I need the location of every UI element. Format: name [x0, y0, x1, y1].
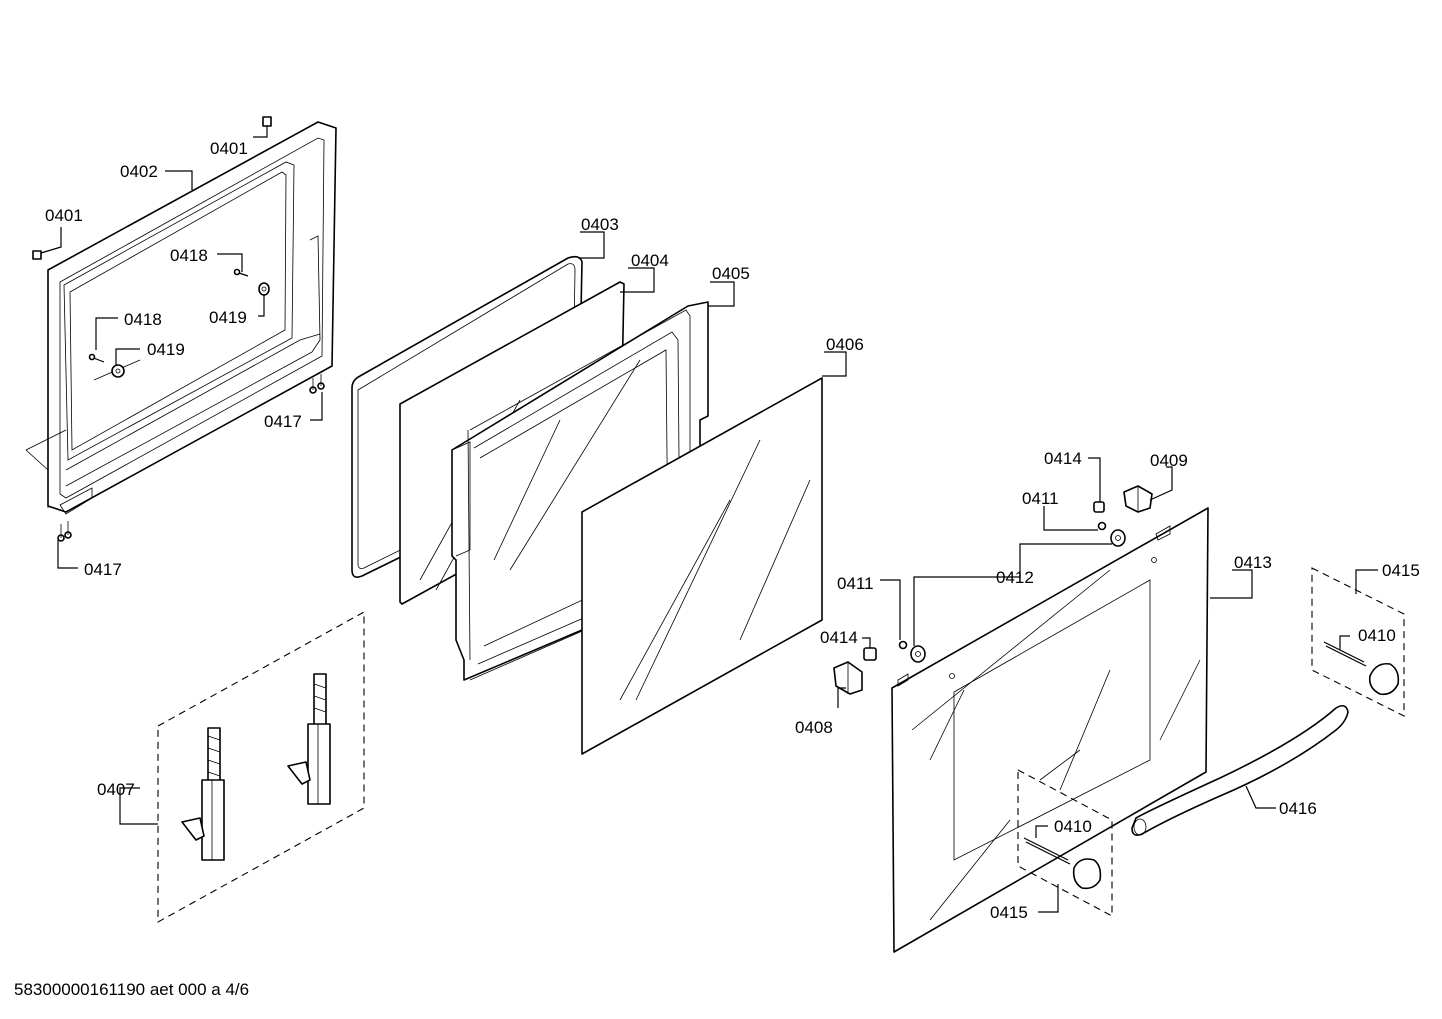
bracket-0408 — [833, 661, 863, 695]
label-0408: 0408 — [795, 718, 833, 737]
door-handle-0416 — [1131, 704, 1349, 836]
label-0402: 0402 — [120, 162, 158, 181]
screws-0417-right — [309, 374, 325, 394]
washer-0412-bottom — [910, 645, 926, 663]
screw-0418-right — [233, 268, 249, 277]
label-0417-left: 0417 — [84, 560, 122, 579]
label-0414-bottom: 0414 — [820, 628, 858, 647]
door-inner-frame-0402 — [25, 121, 337, 515]
label-0419-right: 0419 — [209, 308, 247, 327]
leader-lines — [40, 126, 1378, 913]
label-0411-top: 0411 — [1022, 489, 1059, 508]
bracket-0409 — [1123, 485, 1153, 513]
label-0410-right: 0410 — [1358, 626, 1396, 645]
label-0406: 0406 — [826, 335, 864, 354]
label-0407: 0407 — [97, 780, 135, 799]
drawing-number: 58300000161190 aet 000 a 4/6 — [14, 980, 250, 999]
label-0401-top: 0401 — [210, 139, 248, 158]
label-0401-left: 0401 — [45, 206, 83, 225]
screw-0401-top — [262, 116, 272, 127]
screws-0417-left — [57, 521, 72, 542]
label-0414-top: 0414 — [1044, 449, 1082, 468]
cap-0414-top — [1093, 501, 1105, 513]
label-0415-bottom: 0415 — [990, 903, 1028, 922]
label-0410-bottom: 0410 — [1054, 817, 1092, 836]
label-0417-right: 0417 — [264, 412, 302, 431]
label-0412: 0412 — [996, 568, 1034, 587]
door-front-panel-0413 — [891, 507, 1209, 953]
label-0416: 0416 — [1279, 799, 1317, 818]
label-0405: 0405 — [712, 264, 750, 283]
washer-0419-right — [258, 282, 270, 296]
label-0409: 0409 — [1150, 451, 1188, 470]
hinge-assembly-0407 — [157, 611, 365, 923]
label-0419-left: 0419 — [147, 340, 185, 359]
cap-0414-bottom — [863, 647, 877, 661]
screw-0401-left — [32, 250, 42, 260]
nut-0411-bottom — [898, 640, 908, 650]
outer-glass-0406 — [581, 377, 823, 755]
nut-0411-top — [1097, 521, 1107, 531]
screw-0418-left — [88, 353, 105, 363]
label-0413: 0413 — [1234, 553, 1272, 572]
label-0404: 0404 — [631, 251, 669, 270]
knob-assembly-0415-right — [1311, 567, 1405, 717]
washer-0412-top — [1110, 529, 1126, 547]
label-0418-right: 0418 — [170, 246, 208, 265]
callout-labels: 0401 0402 0401 0418 0419 0418 0419 0417 … — [45, 139, 1420, 922]
washer-0419-left — [111, 364, 125, 378]
label-0415-right: 0415 — [1382, 561, 1420, 580]
label-0403: 0403 — [581, 215, 619, 234]
knob-assembly-0415-bottom — [1017, 769, 1113, 917]
label-0411-bottom: 0411 — [837, 574, 874, 593]
label-0418-left: 0418 — [124, 310, 162, 329]
